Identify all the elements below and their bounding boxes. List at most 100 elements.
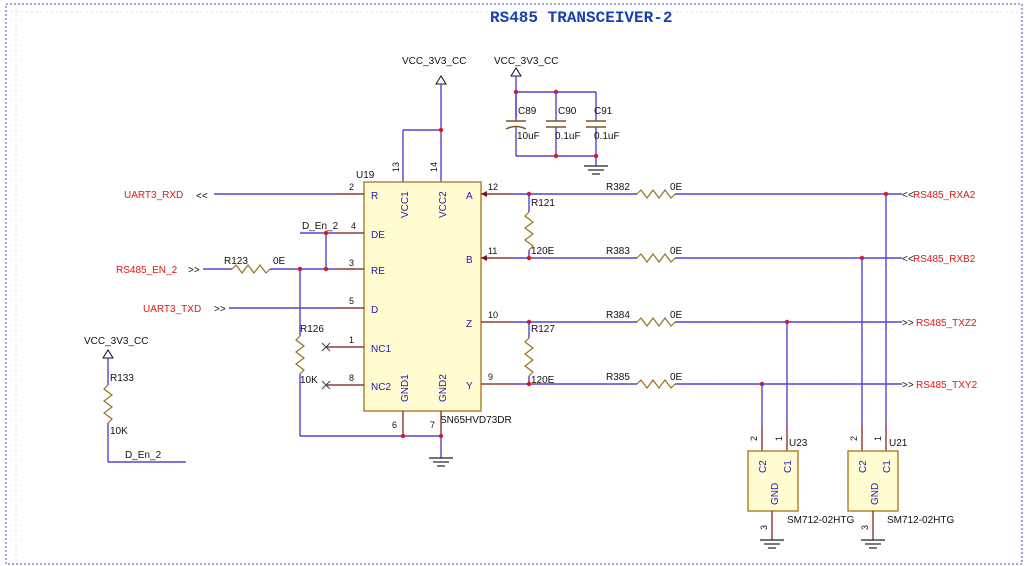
pinnum-gnd1: 6 [392,420,397,430]
port-arrow-rxa: << [902,190,914,201]
r385-value: 0E [670,372,683,383]
nc-mark-2 [321,380,331,390]
u21-c2: C2 [858,460,869,473]
pinnum-gnd2: 7 [430,420,435,430]
u19-part: SN65HVD73DR [440,415,512,426]
u23-pin3: 3 [759,525,769,530]
r121-ref: R121 [531,198,555,209]
pinnum-d: 5 [349,296,354,306]
capacitor-c89: C89 10uF [505,92,540,156]
u19-ref: U19 [356,170,375,181]
sheet-title: RS485 TRANSCEIVER-2 [490,9,672,27]
u23-part: SM712-02HTG [787,515,854,526]
net-uart3-rxd: UART3_RXD [124,190,183,201]
c90-value: 0.1uF [555,131,581,142]
u21-ref: U21 [889,438,908,449]
u21-part: SM712-02HTG [887,515,954,526]
r123-value: 0E [273,256,286,267]
pin-vcc2: VCC2 [438,191,449,218]
r127-value: 120E [531,375,555,386]
resistor-r384: R384 0E [606,310,683,327]
port-arrow-txz: >> [902,318,914,329]
net-uart3-txd: UART3_TXD [143,304,201,315]
pinnum-z: 10 [488,310,498,320]
c91-ref: C91 [594,106,613,117]
vcc-label-u19: VCC_3V3_CC [402,56,466,67]
vcc-label-r133: VCC_3V3_CC [84,336,148,347]
r126-ref: R126 [300,324,324,335]
resistor-r121: R121 120E [524,198,555,257]
pinnum-nc2: 8 [349,373,354,383]
vcc-label-caps: VCC_3V3_CC [494,56,558,67]
net-rs485-rxa2: RS485_RXA2 [913,190,976,201]
r133-value: 10K [110,426,128,437]
u23-c2: C2 [758,460,769,473]
pinnum-vcc1: 13 [391,162,401,172]
net-rs485-txz2: RS485_TXZ2 [916,318,977,329]
pin-gnd2: GND2 [438,374,449,402]
pinnum-de: 4 [351,221,356,231]
net-rs485-txy2: RS485_TXY2 [916,380,978,391]
pin-re: RE [371,266,385,277]
ground-icon-u19 [429,457,453,467]
u21-pin2: 2 [849,436,859,441]
u21-gnd: GND [870,483,881,505]
pin-a: A [466,191,473,202]
c89-ref: C89 [518,106,537,117]
resistor-r126: R126 10K [295,324,324,386]
net-d-en-a: D_En_2 [302,221,339,232]
port-arrow-en: >> [188,265,200,276]
resistor-r382: R382 0E [606,182,683,199]
r385-ref: R385 [606,372,630,383]
c89-value: 10uF [517,131,540,142]
resistor-r383: R383 0E [606,246,683,263]
r121-value: 120E [531,246,555,257]
pinnum-vcc2: 14 [429,162,439,172]
tvs-u21: U21 2 1 C2 C1 GND 3 SM712-02HTG [847,426,954,549]
u21-pin3: 3 [860,525,870,530]
r383-value: 0E [670,246,683,257]
r382-ref: R382 [606,182,630,193]
r133-ref: R133 [110,373,134,384]
net-d-en-b: D_En_2 [125,450,162,461]
resistor-r133: R133 10K [103,373,134,437]
ground-icon-u21 [861,539,885,549]
pinnum-b: 11 [488,246,497,256]
net-rs485-rxb2: RS485_RXB2 [913,254,976,265]
pinnum-y: 9 [488,372,493,382]
pin-gnd1: GND1 [400,374,411,402]
ic-u19: U19 SN65HVD73DR R DE RE D NC1 NC2 A B Z … [349,162,512,430]
port-arrow-rxb: << [902,254,914,265]
pin-vcc1: VCC1 [400,191,411,218]
c90-ref: C90 [558,106,577,117]
pin-y: Y [466,381,473,392]
pinnum-re: 3 [349,258,354,268]
u23-gnd: GND [770,483,781,505]
vcc-symbol-u19: VCC_3V3_CC [402,56,466,182]
ground-icon-u23 [760,539,784,549]
r383-ref: R383 [606,246,630,257]
ground-icon-caps [584,165,608,175]
nc-mark-1 [321,342,331,352]
u23-pin2: 2 [749,436,759,441]
r123-ref: R123 [224,256,248,267]
port-arrow-rxd: << [196,191,208,202]
pin-b: B [466,255,473,266]
u23-ref: U23 [789,438,808,449]
r126-value: 10K [300,375,318,386]
r127-ref: R127 [531,324,555,335]
net-rs485-en: RS485_EN_2 [116,265,178,276]
capacitor-c90: C90 0.1uF [546,92,581,156]
pin-d: D [371,305,378,316]
capacitor-c91: C91 0.1uF [586,92,620,166]
r384-ref: R384 [606,310,630,321]
pin-nc1: NC1 [371,344,391,355]
tvs-u23: U23 2 1 C2 C1 GND 3 SM712-02HTG [747,426,854,549]
r382-value: 0E [670,182,683,193]
c91-value: 0.1uF [594,131,620,142]
pin-z: Z [466,319,472,330]
pin-de: DE [371,230,385,241]
u21-c1: C1 [882,460,893,473]
sheet-border [5,3,1023,565]
